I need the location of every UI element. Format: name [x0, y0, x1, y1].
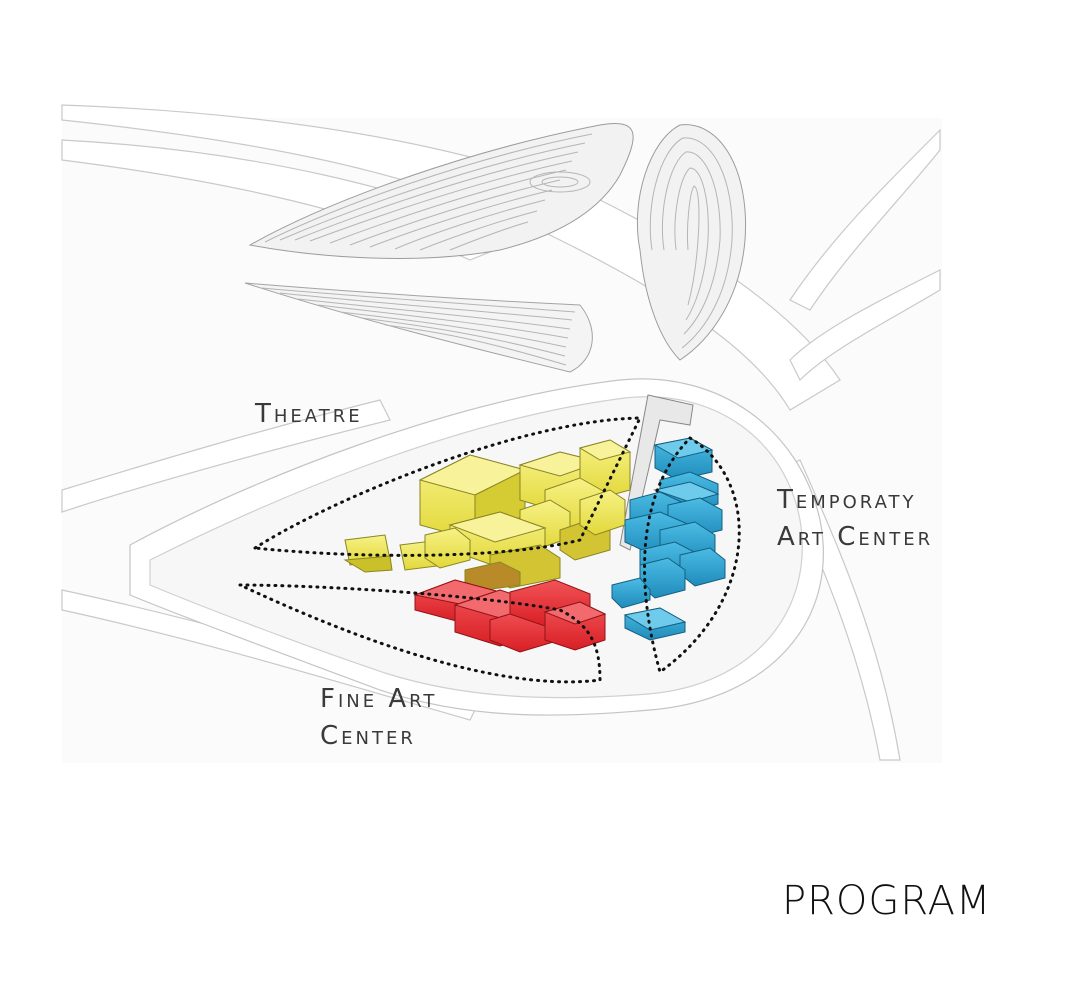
zone-boundaries — [239, 416, 741, 684]
fine-art-program-blocks — [413, 579, 607, 653]
temporary-art-program-blocks — [611, 437, 726, 641]
temporary-art-center-label: Temporaty Art Center — [777, 482, 933, 556]
temporary-art-center-label-line2: Art Center — [777, 522, 934, 552]
temporary-art-center-label-line1: Temporaty — [777, 485, 917, 515]
theatre-shell-right — [636, 124, 747, 361]
fine-art-center-label-line1: Fine Art — [320, 684, 438, 714]
fine-art-center-label: Fine Art Center — [320, 681, 437, 755]
fine-art-zone-boundary — [239, 583, 602, 684]
theatre-program-blocks — [343, 439, 632, 591]
theatre-label: Theatre — [255, 399, 363, 429]
temporary-art-zone-boundary — [643, 436, 741, 675]
page-title: PROGRAM — [782, 878, 992, 924]
fine-art-center-label-line2: Center — [320, 721, 416, 751]
theatre-shell-left — [244, 123, 634, 373]
